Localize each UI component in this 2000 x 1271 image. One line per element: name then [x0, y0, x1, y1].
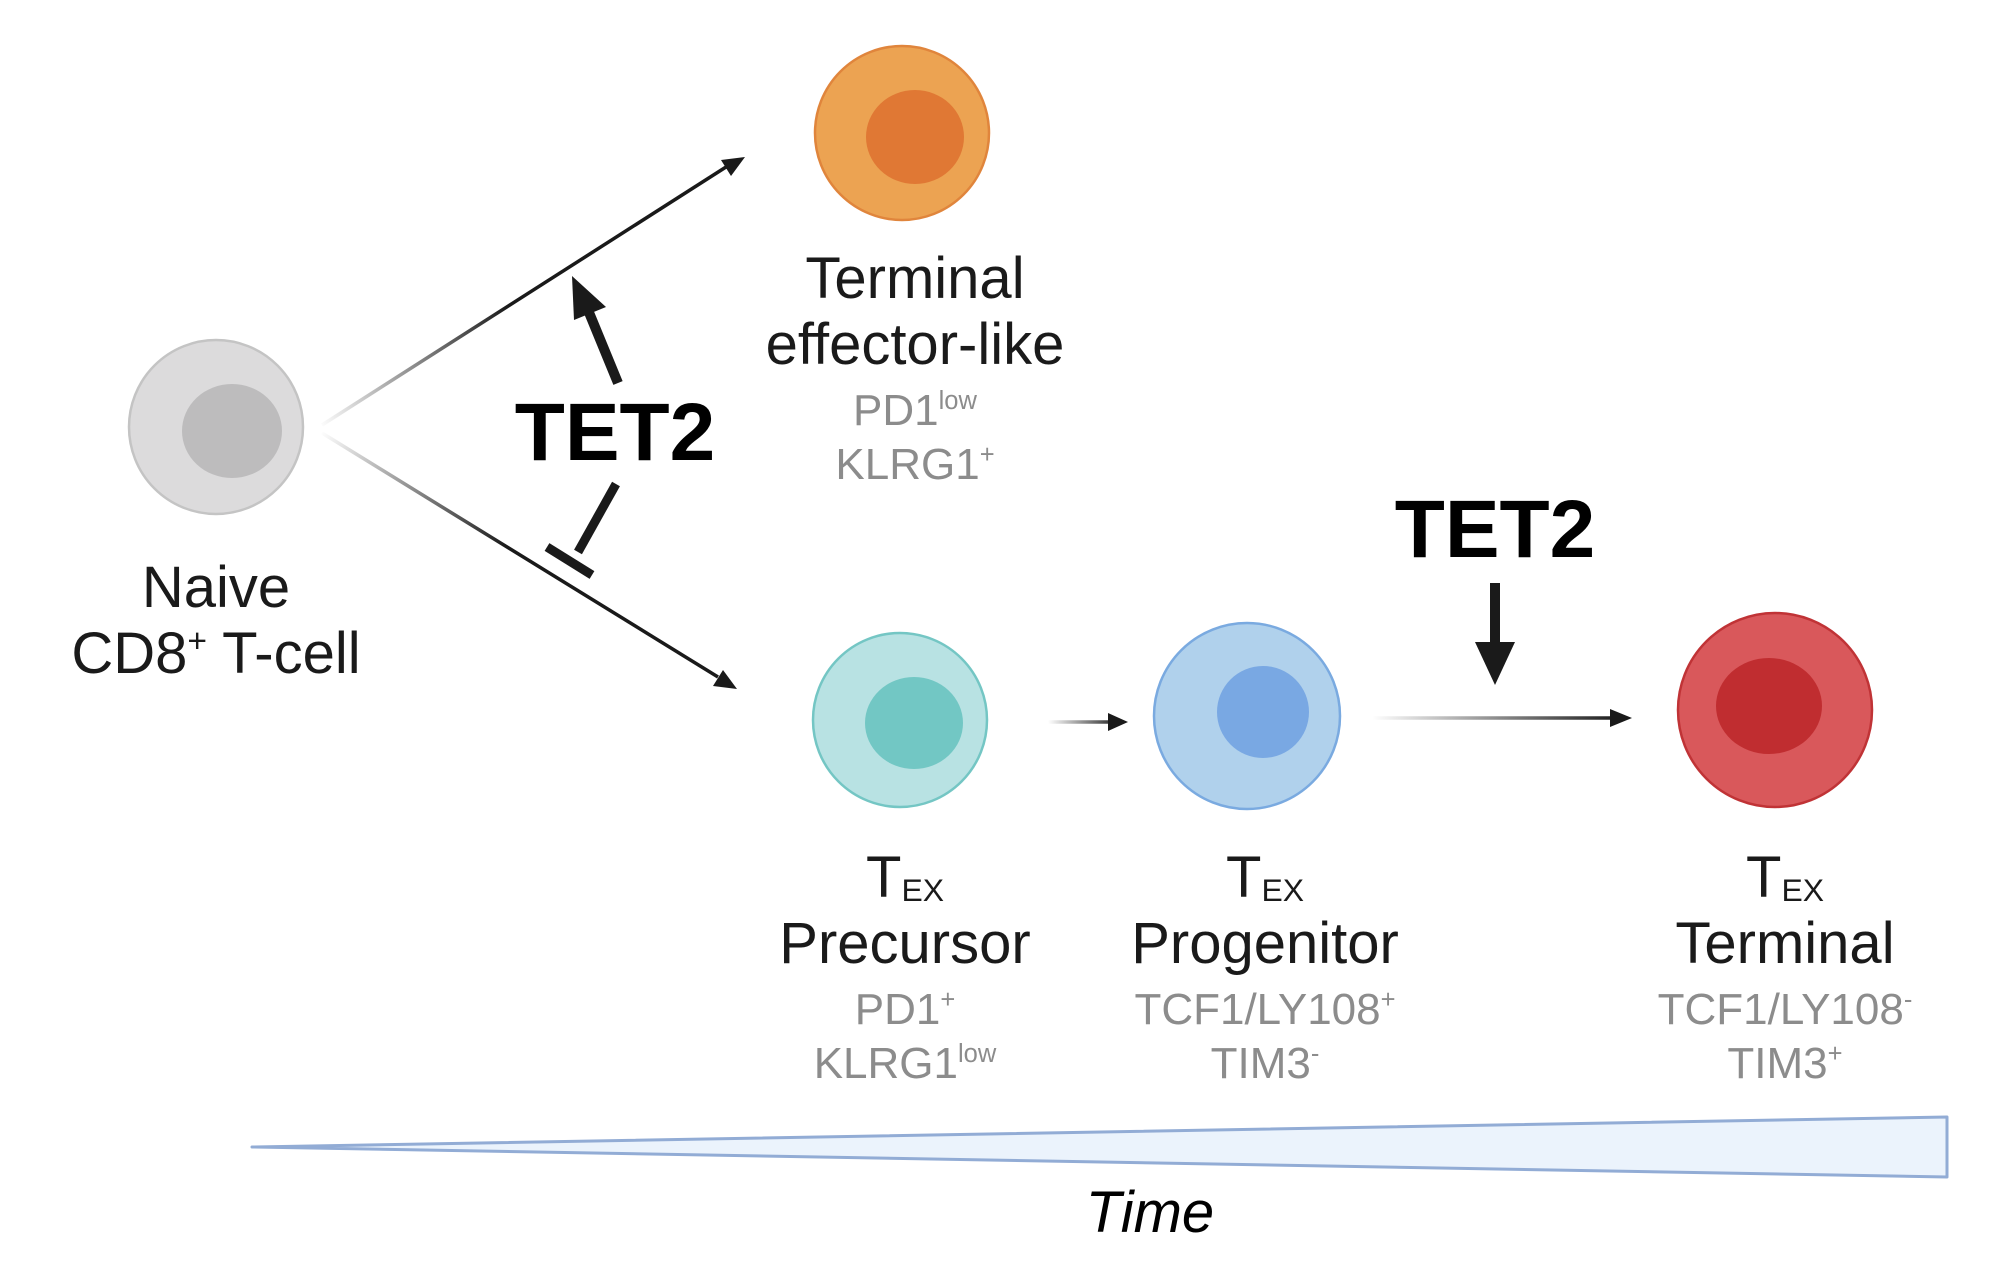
effector-cell-nucleus: [866, 90, 964, 184]
naive-cell: [127, 338, 305, 516]
arrow-head-progenitor: [1108, 713, 1128, 731]
terminal-cell-label: TEX Terminal TCF1/LY108- TIM3+: [1610, 845, 1960, 1091]
progenitor-cell-label: TEX Progenitor TCF1/LY108+ TIM3-: [1090, 845, 1440, 1091]
precursor-marker2-text: KLRG1: [813, 1039, 958, 1088]
terminal-t-main: T: [1746, 845, 1782, 910]
precursor-t-sub: EX: [901, 871, 944, 908]
inhibit-line: [574, 481, 620, 555]
naive-cd8-sup: +: [187, 623, 208, 661]
tet2-branch-label: TET2: [514, 387, 716, 478]
terminal-marker2-text: TIM3: [1727, 1039, 1828, 1088]
precursor-marker1-sup: +: [940, 986, 956, 1015]
terminal-cell: [1676, 611, 1874, 809]
arrow-head-terminal: [1610, 709, 1632, 727]
precursor-cell: [811, 631, 989, 809]
effector-marker2-sup: +: [979, 441, 995, 470]
terminal-cell-nucleus: [1716, 658, 1822, 754]
effector-marker1-text: PD1: [853, 386, 939, 435]
effector-name-line1: Terminal: [805, 246, 1025, 311]
naive-cell-label: Naive CD8+ T-cell: [60, 555, 372, 687]
progenitor-t-label: TEX: [1090, 845, 1440, 911]
terminal-t-label: TEX: [1610, 845, 1960, 911]
down-arrow-head: [1475, 642, 1515, 685]
time-label: Time: [1085, 1180, 1215, 1245]
precursor-t-main: T: [866, 845, 902, 910]
effector-cell: [813, 44, 991, 222]
terminal-marker2-sup: +: [1827, 1040, 1843, 1069]
arrow-head-effector: [721, 157, 745, 176]
effector-name-line2: effector-like: [765, 312, 1065, 377]
effector-marker1: PD1low: [720, 384, 1110, 438]
naive-name-line1: Naive: [141, 555, 291, 620]
precursor-marker2: KLRG1low: [740, 1037, 1070, 1091]
promote-arrow-shaft: [583, 308, 623, 385]
effector-cell-label: Terminal effector-like PD1low KLRG1+: [720, 246, 1110, 492]
precursor-marker1: PD1+: [740, 983, 1070, 1037]
tet2-terminal-label: TET2: [1394, 484, 1596, 575]
progenitor-t-sub: EX: [1261, 871, 1304, 908]
progenitor-cell-nucleus: [1217, 666, 1309, 758]
inhibit-bar: [544, 543, 595, 579]
arrow-head-precursor: [713, 670, 737, 689]
time-wedge: [250, 1115, 1949, 1179]
progenitor-marker2: TIM3-: [1090, 1037, 1440, 1091]
terminal-marker1-text: TCF1/LY108: [1657, 985, 1904, 1034]
arrow-naive-to-precursor: [321, 431, 719, 679]
naive-cell-nucleus: [182, 384, 282, 478]
progenitor-t-main: T: [1226, 845, 1262, 910]
progenitor-cell: [1152, 621, 1342, 811]
precursor-t-label: TEX: [740, 845, 1070, 911]
naive-cd8: CD8: [71, 621, 188, 686]
branch-regulation-marks: [544, 276, 623, 579]
terminal-regulation-arrow: [1475, 583, 1515, 685]
promote-arrow-head: [572, 276, 606, 320]
effector-marker2: KLRG1+: [720, 438, 1110, 492]
naive-tcell: T-cell: [207, 621, 361, 686]
naive-name-line2: CD8+ T-cell: [60, 621, 372, 687]
precursor-cell-nucleus: [865, 677, 963, 769]
progenitor-name: Progenitor: [1131, 911, 1399, 976]
progenitor-marker2-sup: -: [1310, 1040, 1320, 1069]
progenitor-marker1-sup: +: [1380, 986, 1396, 1015]
terminal-marker1: TCF1/LY108-: [1610, 983, 1960, 1037]
effector-marker2-text: KLRG1: [835, 440, 980, 489]
precursor-marker2-sup: low: [958, 1040, 997, 1069]
progenitor-marker1-text: TCF1/LY108: [1134, 985, 1381, 1034]
precursor-cell-label: TEX Precursor PD1+ KLRG1low: [740, 845, 1070, 1091]
differentiation-arrows: [321, 157, 1632, 731]
terminal-t-sub: EX: [1781, 871, 1824, 908]
precursor-name: Precursor: [779, 911, 1031, 976]
effector-marker1-sup: low: [938, 387, 977, 416]
progenitor-marker2-text: TIM3: [1210, 1039, 1311, 1088]
arrow-naive-to-effector: [321, 165, 727, 427]
terminal-name: Terminal: [1675, 911, 1895, 976]
precursor-marker1-text: PD1: [854, 985, 941, 1034]
progenitor-marker1: TCF1/LY108+: [1090, 983, 1440, 1037]
terminal-marker2: TIM3+: [1610, 1037, 1960, 1091]
terminal-marker1-sup: -: [1903, 986, 1913, 1015]
